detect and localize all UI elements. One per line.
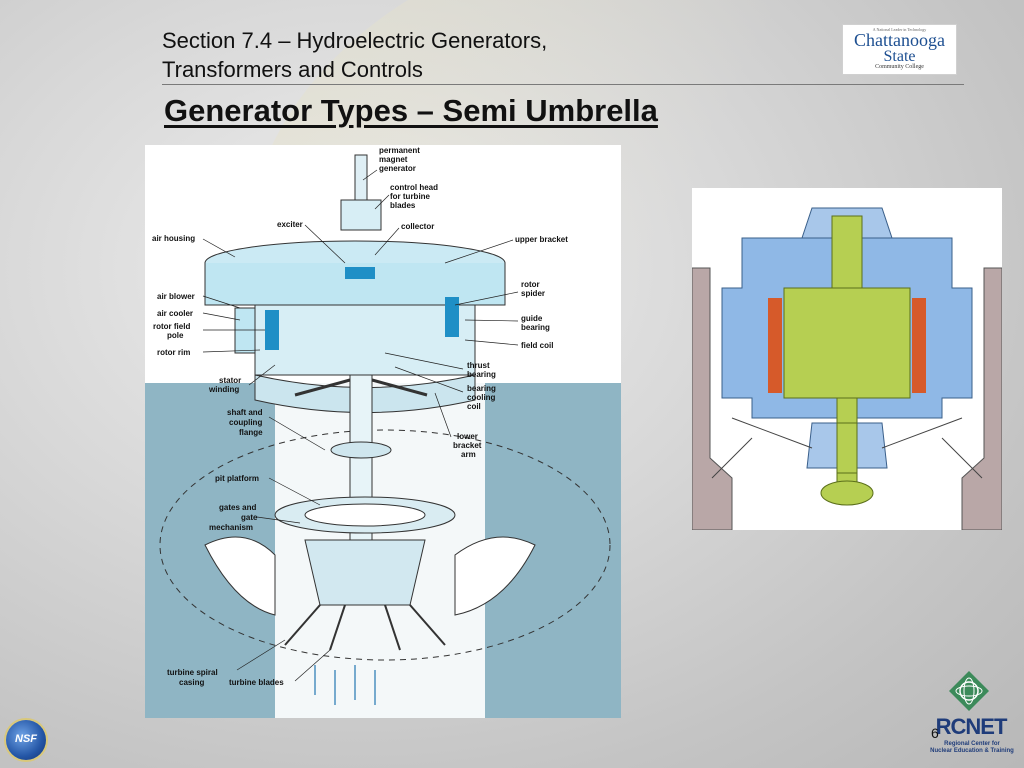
rcnet-logo-subtitle: Regional Center for Nuclear Education & … [926, 741, 1018, 755]
outflow-arrows [314, 665, 376, 705]
gate-ring [304, 503, 426, 527]
cutaway-svg: permanent magnet generator control head … [145, 146, 621, 718]
semi-umbrella-cutaway-diagram: permanent magnet generator control head … [145, 145, 621, 718]
logo-name-line2: State [883, 48, 916, 65]
bracket-arms [294, 378, 428, 397]
logo-subtitle: Community College [875, 64, 924, 70]
turbine-blade-lines [284, 604, 446, 651]
label-air-cooler: air cooler [157, 309, 193, 318]
label-gates-mechanism: gates and gate mechanism [209, 503, 260, 532]
rcnet-logo-word: RCNET [935, 714, 1008, 739]
semi-umbrella-cross-section [692, 188, 1002, 530]
section-header-line2: Transformers and Controls [162, 57, 423, 82]
label-collector: collector [401, 222, 434, 231]
label-upper-bracket: upper bracket [515, 235, 568, 244]
shaft-flange [820, 480, 874, 506]
slide-number: 6 [931, 725, 939, 741]
slide-title: Generator Types – Semi Umbrella [164, 93, 658, 128]
label-control-head: control head for turbine blades [390, 183, 440, 210]
coupling-flange [330, 441, 392, 459]
label-rotor-rim: rotor rim [157, 348, 190, 357]
rotor-field-pole-right [445, 297, 459, 337]
label-exciter: exciter [277, 220, 303, 229]
label-air-blower: air blower [157, 292, 195, 301]
spiral-casing-right [454, 536, 536, 616]
label-thrust-bearing: thrust bearing [467, 361, 496, 379]
stator-coil-left [768, 298, 782, 393]
label-lower-bracket-arm: lower bracket arm [453, 432, 484, 459]
logo-tagline: A National Leader in Technology [872, 27, 927, 32]
control-head [340, 199, 382, 231]
cross-section-svg [692, 188, 1002, 530]
air-cooler-box [234, 307, 256, 354]
spiral-casing-left [204, 536, 276, 616]
nsf-logo-text: NSF [15, 733, 37, 745]
label-rotor-field-pole: rotor field pole [153, 322, 193, 340]
section-header: Section 7.4 – Hydroelectric Generators, … [162, 26, 547, 84]
spiral-outline [159, 429, 611, 661]
label-stator-winding: stator winding [208, 376, 243, 394]
stator-coil-right [912, 298, 926, 393]
turbine-runner [304, 539, 426, 606]
label-guide-bearing: guide bearing [521, 314, 550, 332]
logo-name-line1: Chattanooga [854, 30, 945, 50]
shaft-through-bearing [836, 422, 858, 474]
label-turbine-spiral-casing: turbine spiral casing [167, 668, 220, 687]
label-air-housing: air housing [152, 234, 195, 243]
bracket-lines [711, 417, 983, 479]
label-rotor-spider: rotor spider [521, 280, 545, 298]
rotor-field-pole [265, 310, 279, 350]
rcnet-logo: RCNET Regional Center for Nuclear Educat… [922, 668, 1020, 764]
nsf-logo: NSF [6, 720, 46, 760]
rotor-body [783, 287, 911, 399]
label-bearing-cooling-coil: bearing cooling coil [467, 384, 498, 411]
collector-ring [345, 267, 375, 279]
label-shaft-coupling-flange: shaft and coupling flange [227, 408, 265, 437]
label-turbine-blades: turbine blades [229, 678, 284, 687]
rcnet-diamond-icon [949, 671, 989, 711]
rcnet-sub-line1: Regional Center for [944, 741, 1000, 747]
label-pit-platform: pit platform [215, 474, 259, 483]
label-field-coil: field coil [521, 341, 553, 350]
label-pmg: permanent magnet generator [379, 146, 422, 173]
concrete-left [692, 267, 733, 530]
header-divider [162, 84, 964, 85]
leader-lines [202, 169, 519, 682]
concrete-right [961, 267, 1002, 530]
chattanooga-state-logo: A National Leader in Technology Chattano… [842, 24, 957, 75]
rcnet-sub-line2: Nuclear Education & Training [930, 748, 1014, 754]
upper-shaft [831, 215, 863, 297]
section-header-line1: Section 7.4 – Hydroelectric Generators, [162, 28, 548, 53]
